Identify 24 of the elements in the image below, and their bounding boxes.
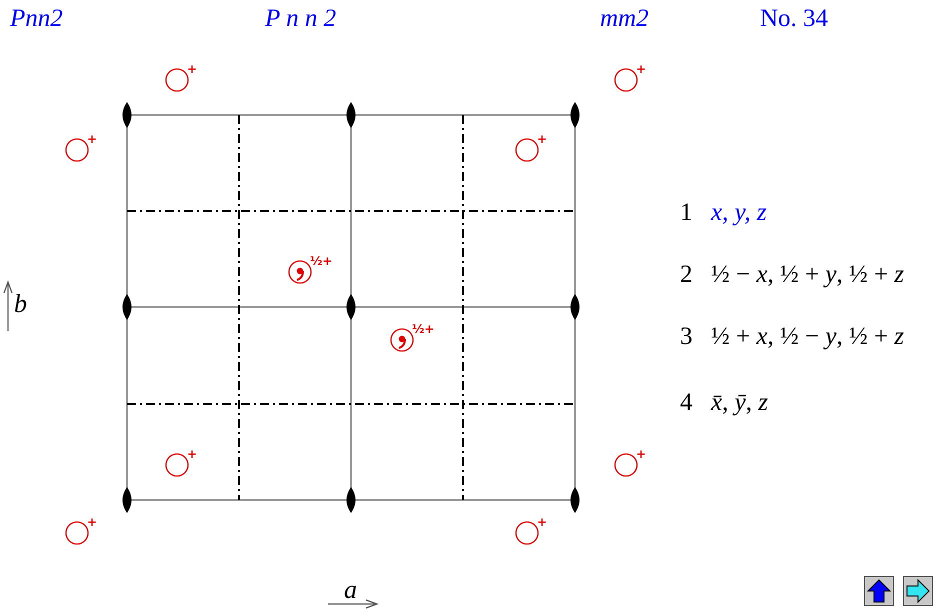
height-label: + xyxy=(636,448,646,460)
coordinate-text: x, y, z xyxy=(711,200,767,225)
position-number: 2 xyxy=(680,262,692,287)
position-number: 1 xyxy=(680,200,692,225)
position-number: 4 xyxy=(680,390,692,415)
symbol-label: mm2 xyxy=(600,6,649,31)
coordinate-text: x̄, ȳ, z xyxy=(711,390,768,415)
group-number: No. 34 xyxy=(760,6,828,31)
height-label: + xyxy=(537,133,548,145)
height-label: + xyxy=(87,516,98,528)
height-label: + xyxy=(537,516,548,528)
position-number: 3 xyxy=(680,324,692,349)
height-label: + xyxy=(636,63,646,75)
height-label: + xyxy=(187,63,198,75)
symbol-label: P n n 2 xyxy=(265,6,336,31)
symbol-label: Pnn2 xyxy=(10,6,63,31)
axis-label: b xyxy=(14,291,27,317)
coordinate-text: ½ + x, ½ − y, ½ + z xyxy=(711,324,904,349)
height-label: ½+ xyxy=(310,255,332,267)
height-label: + xyxy=(87,133,98,145)
height-label: + xyxy=(187,448,198,460)
axis-label: a xyxy=(344,577,357,603)
coordinate-text: ½ − x, ½ + y, ½ + z xyxy=(711,262,904,287)
height-label: ½+ xyxy=(412,323,434,335)
